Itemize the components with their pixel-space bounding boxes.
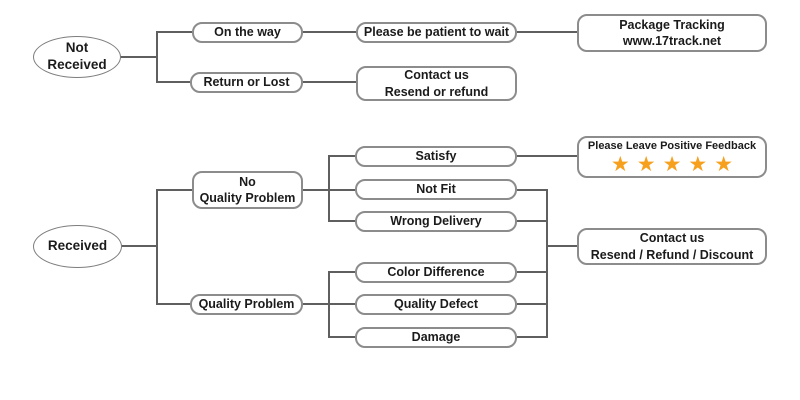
- node-label: Contact us: [639, 231, 705, 246]
- connector-line: [328, 271, 355, 273]
- node-label: Please be patient to wait: [363, 25, 510, 40]
- connector-line: [517, 336, 547, 338]
- node-contact-resend-refund: Contact us Resend or refund: [356, 66, 517, 101]
- node-label: Contact us: [404, 68, 469, 83]
- node-quality-problem: Quality Problem: [190, 294, 303, 315]
- node-label: Satisfy: [415, 149, 457, 164]
- node-label: Quality Problem: [198, 297, 295, 312]
- connector-line: [328, 303, 355, 305]
- node-color-difference: Color Difference: [355, 262, 517, 283]
- connector-line: [328, 336, 355, 338]
- node-label: Resend / Refund / Discount: [590, 247, 754, 262]
- connector-line: [517, 303, 547, 305]
- node-label: No: [239, 174, 256, 189]
- connector-line: [328, 155, 330, 222]
- node-label: Received: [47, 238, 108, 254]
- connector-line: [517, 155, 577, 157]
- node-label: Received: [47, 57, 107, 72]
- connector-line: [303, 303, 329, 305]
- node-satisfy: Satisfy: [355, 146, 517, 167]
- node-label: On the way: [214, 25, 281, 40]
- node-label: Color Difference: [387, 265, 485, 280]
- tracking-url: www.17track.net: [622, 34, 722, 48]
- node-on-the-way: On the way: [192, 22, 303, 43]
- connector-line: [120, 245, 157, 247]
- connector-line: [546, 245, 577, 247]
- node-received: Received: [33, 225, 122, 268]
- connector-line: [328, 155, 355, 157]
- connector-line: [303, 31, 356, 33]
- connector-line: [156, 189, 192, 191]
- node-label: Resend or refund: [384, 84, 489, 99]
- node-label: Please Leave Positive Feedback: [587, 139, 757, 152]
- connector-line: [303, 81, 356, 83]
- node-positive-feedback: Please Leave Positive Feedback ★★★★★: [577, 136, 767, 178]
- connector-line: [156, 81, 190, 83]
- node-damage: Damage: [355, 327, 517, 348]
- node-label: Damage: [411, 330, 461, 345]
- node-label: Not Fit: [416, 182, 456, 197]
- connector-line: [156, 303, 190, 305]
- connector-line: [517, 220, 547, 222]
- connector-line: [517, 271, 547, 273]
- node-return-or-lost: Return or Lost: [190, 72, 303, 93]
- node-label: Quality Problem: [199, 191, 296, 205]
- five-star-rating-icon: ★★★★★: [610, 152, 741, 177]
- node-label: Not: [65, 40, 89, 56]
- node-not-received: Not Received: [33, 36, 121, 78]
- node-label: Wrong Delivery: [390, 214, 482, 229]
- connector-line: [119, 56, 157, 58]
- node-wrong-delivery: Wrong Delivery: [355, 211, 517, 232]
- connector-line: [517, 31, 577, 33]
- node-be-patient: Please be patient to wait: [356, 22, 517, 43]
- node-quality-defect: Quality Defect: [355, 294, 517, 315]
- connector-line: [328, 220, 355, 222]
- node-label: Package Tracking: [619, 17, 725, 32]
- node-package-tracking: Package Tracking www.17track.net: [577, 14, 767, 52]
- node-label: Quality Defect: [393, 297, 479, 312]
- connector-line: [303, 189, 329, 191]
- connector-line: [328, 189, 355, 191]
- node-contact-resend-refund-discount: Contact us Resend / Refund / Discount: [577, 228, 767, 265]
- connector-line: [156, 31, 192, 33]
- connector-line: [517, 189, 547, 191]
- node-not-fit: Not Fit: [355, 179, 517, 200]
- connector-line: [156, 189, 158, 305]
- node-no-quality-problem: No Quality Problem: [192, 171, 303, 209]
- node-label: Return or Lost: [203, 75, 290, 90]
- connector-line: [156, 31, 158, 83]
- connector-line: [546, 189, 548, 338]
